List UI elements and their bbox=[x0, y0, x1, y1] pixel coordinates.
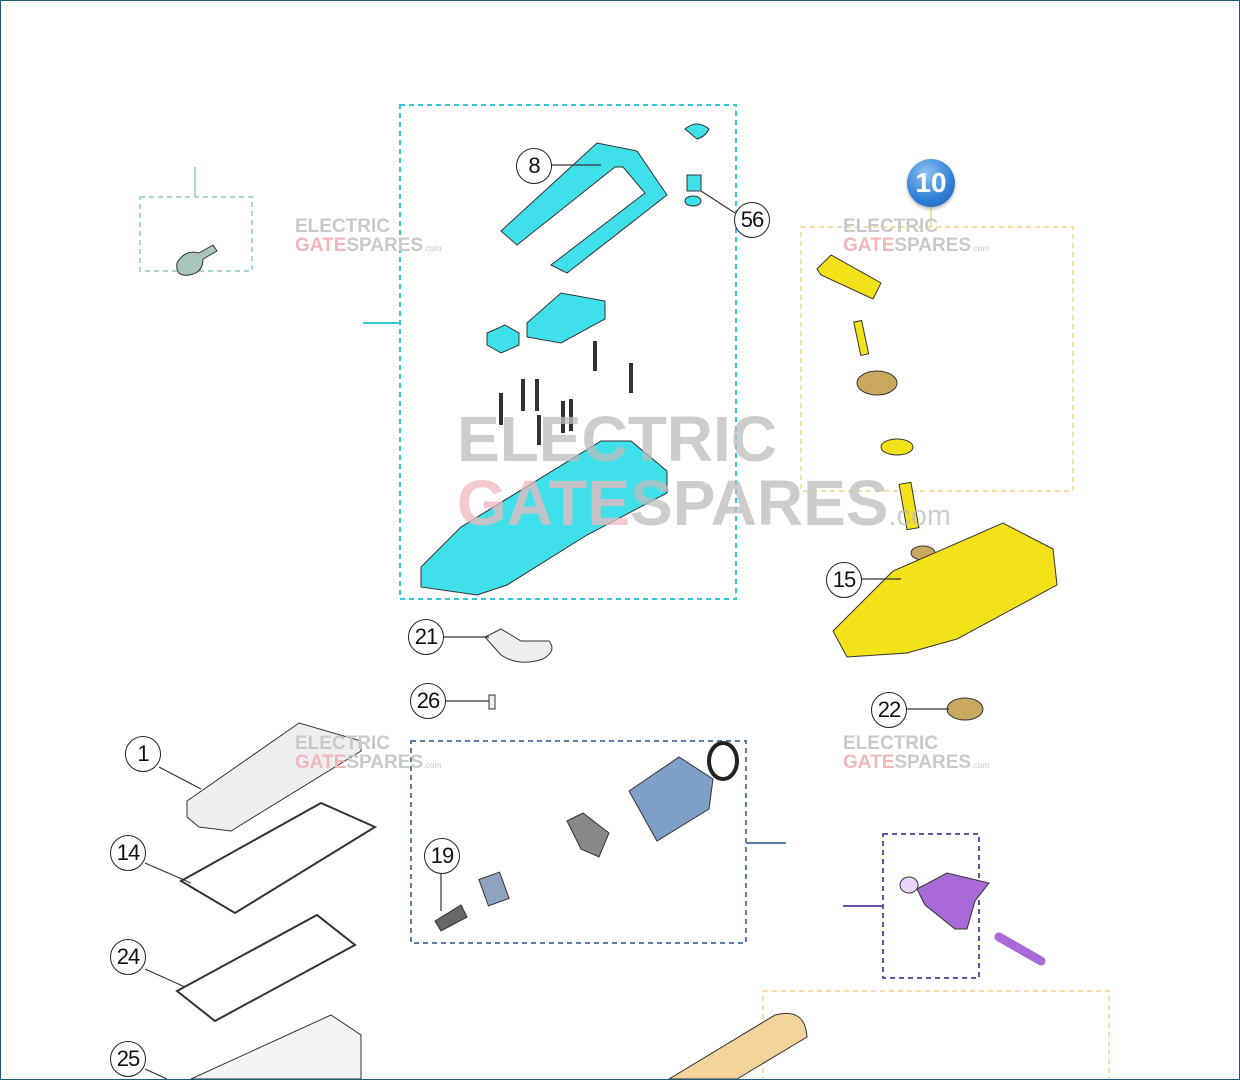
callout-26[interactable]: 26 bbox=[410, 683, 446, 719]
tan-group-box bbox=[762, 990, 1110, 1079]
callout-24[interactable]: 24 bbox=[110, 939, 146, 975]
callout-8[interactable]: 8 bbox=[516, 148, 552, 184]
callout-15[interactable]: 15 bbox=[826, 562, 862, 598]
encoder-disc bbox=[566, 812, 610, 858]
cover-part-1 bbox=[186, 722, 362, 832]
clip-part-21 bbox=[484, 628, 553, 663]
worm-part-19 bbox=[434, 904, 468, 932]
bevel-gear bbox=[856, 370, 898, 396]
pin-part-26 bbox=[488, 694, 496, 710]
release-key-part bbox=[176, 244, 218, 276]
bracket-part-purple bbox=[916, 872, 990, 930]
gasket-part-24 bbox=[175, 913, 357, 1023]
callout-14[interactable]: 14 bbox=[110, 835, 146, 871]
tan-tube-part bbox=[668, 1012, 808, 1079]
callout-1[interactable]: 1 bbox=[125, 736, 161, 772]
callout-56[interactable]: 56 bbox=[734, 202, 770, 238]
callout-19[interactable]: 19 bbox=[424, 838, 460, 874]
gear-part-22 bbox=[946, 697, 984, 721]
assembly-badge-10[interactable]: 10 bbox=[907, 159, 955, 207]
housing-part-25 bbox=[190, 1014, 362, 1079]
motor-part bbox=[628, 756, 714, 842]
handle-part-8 bbox=[500, 142, 668, 274]
screws bbox=[499, 341, 633, 445]
yellow-group-box bbox=[800, 226, 1074, 492]
gasket-part-14 bbox=[178, 801, 378, 915]
purple-bolt bbox=[994, 932, 1046, 966]
base-part-15 bbox=[832, 522, 1058, 658]
base-part-cyan bbox=[420, 440, 668, 596]
bracket-part-yellow bbox=[816, 254, 882, 300]
callout-25[interactable]: 25 bbox=[110, 1041, 146, 1077]
cyan-group-box bbox=[399, 104, 737, 600]
callout-22[interactable]: 22 bbox=[871, 692, 907, 728]
callout-21[interactable]: 21 bbox=[408, 619, 444, 655]
terminal-block bbox=[486, 324, 520, 354]
connector-block bbox=[526, 292, 606, 344]
